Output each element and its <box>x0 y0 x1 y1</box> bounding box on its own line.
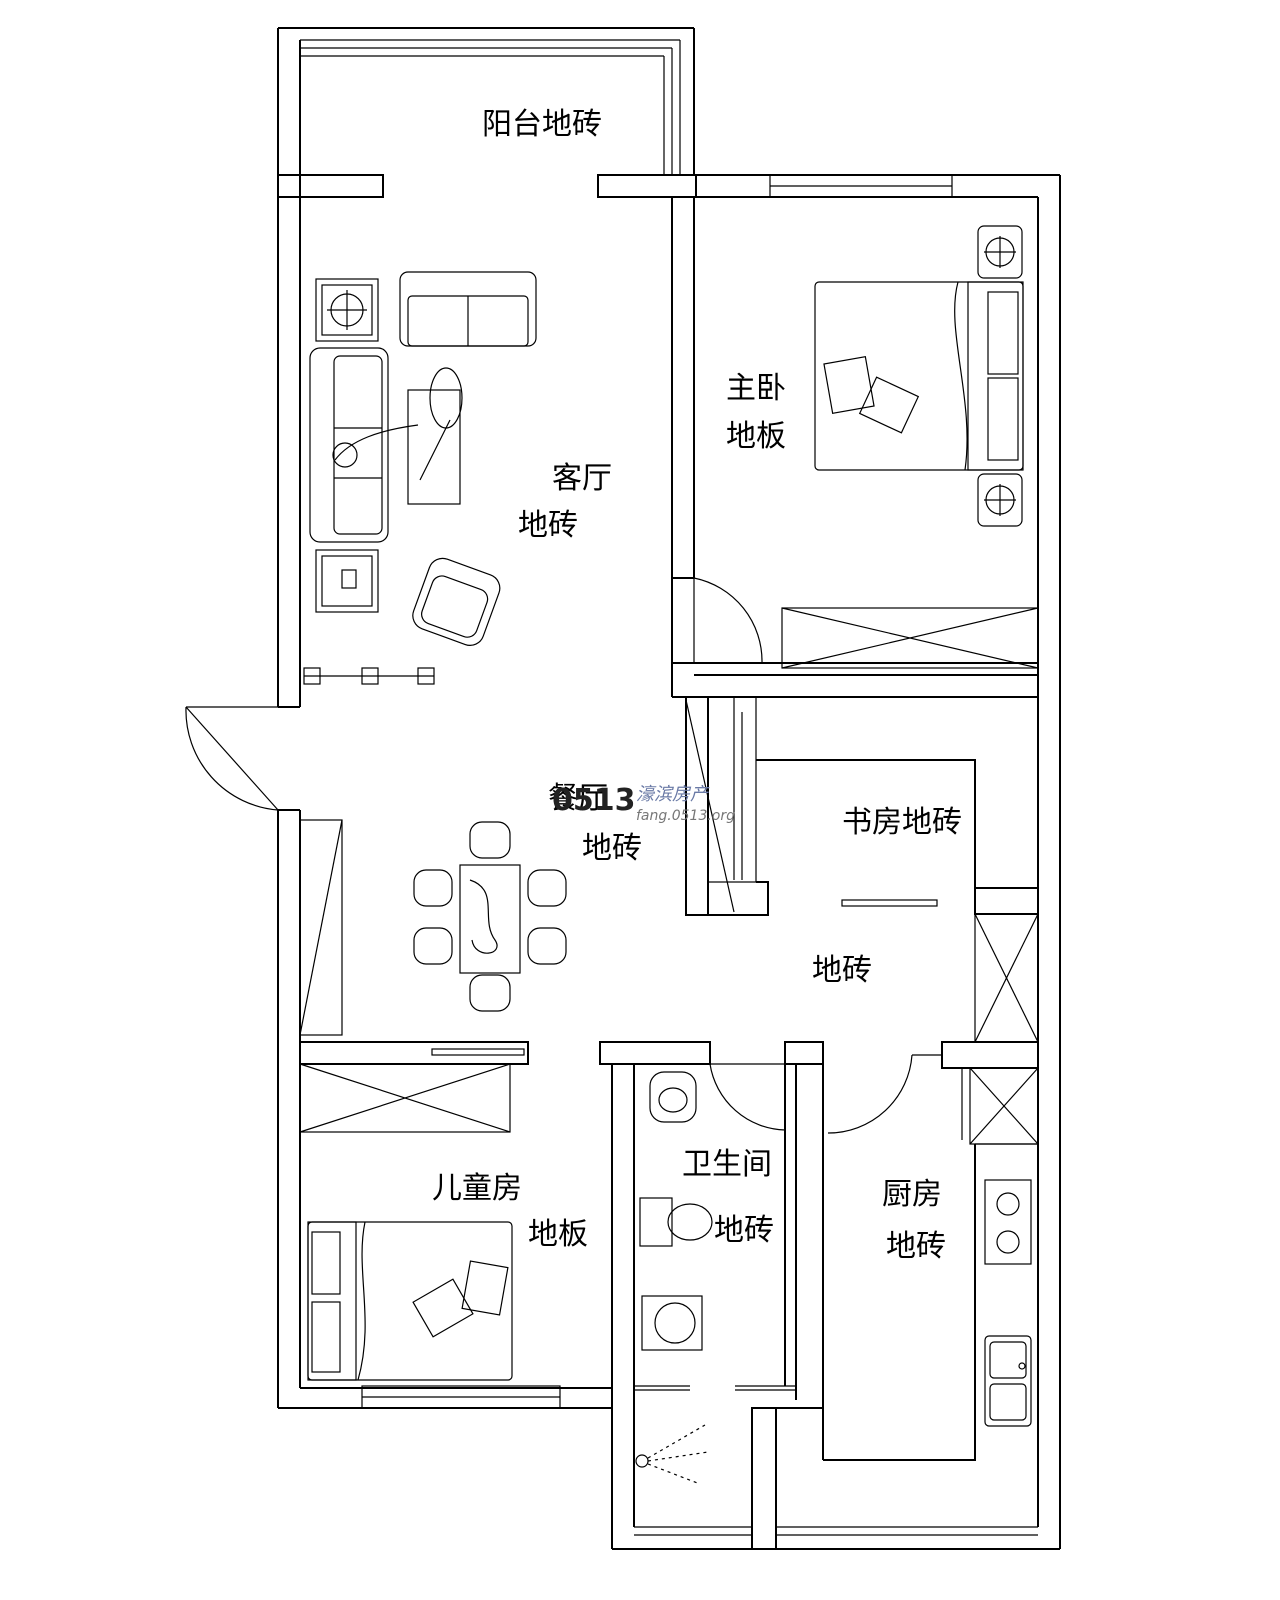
kids-room-label-line1: 儿童房 <box>432 1171 522 1206</box>
watermark-name: 濠滨房产 <box>636 784 710 805</box>
bathroom-label-line2: 地砖 <box>714 1213 774 1248</box>
kitchen-label-line1: 厨房 <box>882 1177 942 1212</box>
watermark: 0513 濠滨房产 fang.0513.org <box>552 783 735 824</box>
master-bedroom-label-line1: 主卧 <box>726 371 786 406</box>
hallway-label: 地砖 <box>812 953 872 988</box>
dining-room-label-line2: 地砖 <box>582 831 642 866</box>
study-label: 书房地砖 <box>842 805 962 840</box>
walls <box>277 27 1061 1550</box>
watermark-number: 0513 <box>552 783 636 818</box>
dining-room-label-line1: 餐厅 <box>548 781 608 816</box>
room-labels: 阳台地砖 客厅 地砖 主卧 地板 餐厅 地砖 书房地砖 地砖 儿童房 地板 卫生… <box>432 107 962 1264</box>
doors <box>185 577 942 1134</box>
watermark-url: fang.0513.org <box>636 808 735 824</box>
balcony-label: 阳台地砖 <box>482 107 602 142</box>
furniture <box>303 225 1032 1485</box>
bathroom-label-line1: 卫生间 <box>682 1147 772 1182</box>
master-bedroom-label-line2: 地板 <box>726 419 786 454</box>
living-room-label-line1: 客厅 <box>552 461 612 496</box>
living-room-label-line2: 地砖 <box>518 508 578 543</box>
kitchen-label-line2: 地砖 <box>886 1229 946 1264</box>
kids-room-label-line2: 地板 <box>528 1217 588 1252</box>
